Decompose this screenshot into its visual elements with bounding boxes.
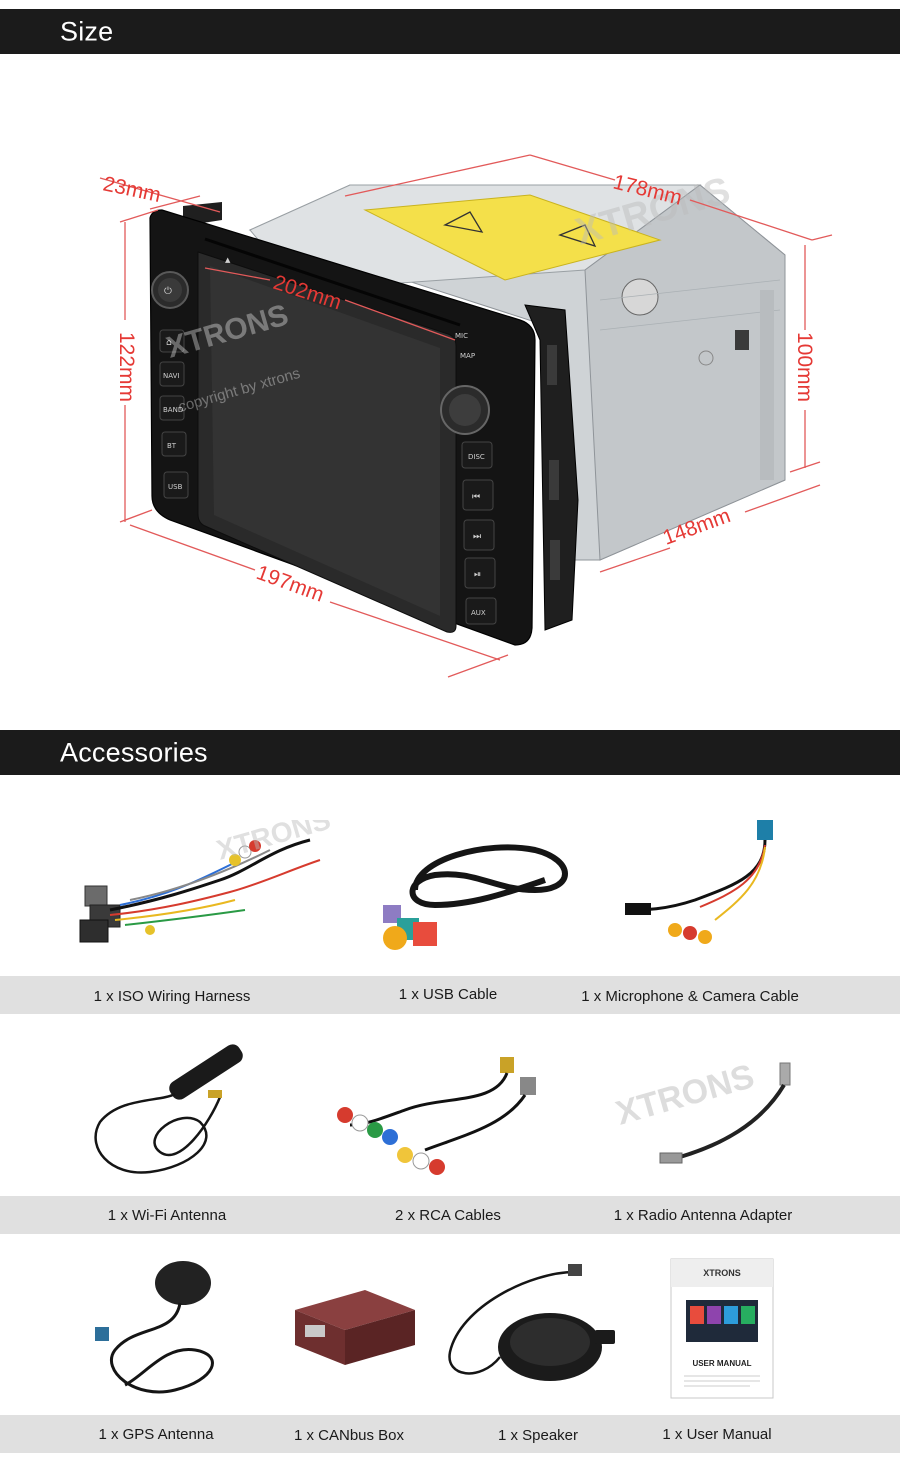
caption-user-manual: 1 x User Manual bbox=[662, 1426, 772, 1443]
usb-cable-image bbox=[375, 830, 575, 955]
dim-chassis-height: 100mm bbox=[793, 332, 816, 402]
navi-label: NAVI bbox=[163, 372, 179, 380]
rca-cables-image bbox=[325, 1055, 555, 1190]
play-pause-icon: ⏯ bbox=[474, 570, 481, 580]
microphone-camera-cable-image bbox=[615, 815, 790, 955]
usb-label: USB bbox=[168, 483, 183, 491]
home-icon: ⌂ bbox=[166, 338, 172, 348]
dim-faceplate-height: 122mm bbox=[115, 332, 138, 402]
dimension-diagram: ▲ ⏻ ⌂ NAVI BAND BT USB MIC MAP DISC bbox=[0, 54, 900, 724]
caption-bar-row-1 bbox=[0, 976, 900, 1014]
caption-bar-row-3 bbox=[0, 1415, 900, 1453]
adapter-watermark: XTRONS bbox=[612, 1057, 759, 1133]
caption-iso-wiring-harness: 1 x ISO Wiring Harness bbox=[93, 988, 251, 1005]
wifi-antenna-image bbox=[80, 1022, 260, 1187]
caption-bar-row-2 bbox=[0, 1196, 900, 1234]
caption-usb-cable: 1 x USB Cable bbox=[398, 986, 498, 1003]
power-icon: ⏻ bbox=[164, 286, 172, 297]
caption-speaker: 1 x Speaker bbox=[497, 1427, 579, 1444]
caption-radio-antenna-adapter: 1 x Radio Antenna Adapter bbox=[613, 1207, 793, 1224]
accessories-section-title: Accessories bbox=[60, 737, 208, 767]
band-label: BAND bbox=[163, 406, 183, 414]
accessories-section-header: Accessories bbox=[0, 730, 900, 775]
disc-slot-label: ▲ bbox=[225, 256, 231, 264]
caption-rca-cables: 2 x RCA Cables bbox=[395, 1207, 501, 1224]
caption-canbus-box: 1 x CANbus Box bbox=[293, 1427, 405, 1444]
speaker-image bbox=[440, 1262, 620, 1402]
caption-wifi-antenna: 1 x Wi-Fi Antenna bbox=[107, 1207, 227, 1224]
gps-antenna-image bbox=[75, 1255, 250, 1410]
unit-chassis bbox=[248, 184, 786, 561]
caption-microphone-camera-cable: 1 x Microphone & Camera Cable bbox=[581, 988, 799, 1005]
radio-antenna-adapter-image: XTRONS bbox=[600, 1045, 820, 1185]
previous-icon: ⏮ bbox=[472, 492, 480, 502]
next-icon: ⏭ bbox=[473, 532, 481, 542]
map-label: MAP bbox=[460, 352, 475, 360]
bt-label: BT bbox=[167, 442, 177, 450]
disc-label: DISC bbox=[468, 453, 485, 461]
mic-label: MIC bbox=[455, 332, 468, 340]
manual-title: USER MANUAL bbox=[692, 1359, 751, 1368]
user-manual-image: XTRONS USER MANUAL bbox=[670, 1258, 775, 1400]
dim-depth-top: 23mm bbox=[101, 172, 163, 207]
home-button bbox=[159, 329, 185, 353]
size-section-header: Size bbox=[0, 9, 900, 54]
mounting-brackets bbox=[183, 202, 579, 631]
aux-label: AUX bbox=[471, 609, 486, 617]
harness-watermark: XTRONS bbox=[213, 820, 334, 866]
canbus-box-image bbox=[285, 1270, 425, 1380]
dimension-lines bbox=[99, 154, 833, 678]
caption-gps-antenna: 1 x GPS Antenna bbox=[98, 1426, 214, 1443]
unit-faceplate: ▲ ⏻ ⌂ NAVI BAND BT USB MIC MAP DISC bbox=[149, 209, 536, 646]
wiring-harness-image: XTRONS bbox=[70, 820, 360, 960]
size-section-title: Size bbox=[60, 16, 114, 46]
manual-brand: XTRONS bbox=[703, 1268, 741, 1278]
